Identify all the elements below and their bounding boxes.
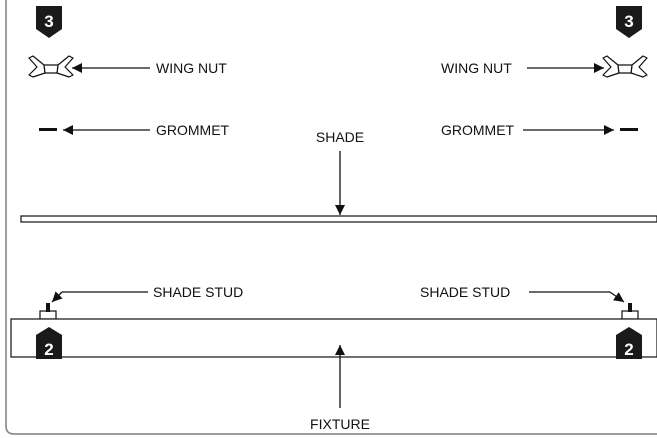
step-badge-bottom-right: 2 [616,327,642,359]
grommet-right-label: GROMMET [441,122,515,138]
fixture-body [10,318,657,358]
shade-stud-icon [39,303,57,320]
shade-panel [20,215,657,223]
step-number: 3 [624,12,633,31]
step-number: 2 [44,340,53,359]
wing-nut-icon [28,55,74,78]
wing-nut-left-label: WING NUT [156,60,227,76]
fixture-label: FIXTURE [310,416,370,432]
shade-label: SHADE [316,129,364,145]
shade-stud-left-arrow-down [51,291,63,303]
shade-stud-right-label: SHADE STUD [420,284,510,300]
shade-stud-left-label: SHADE STUD [153,284,243,300]
wing-nut-right-label: WING NUT [441,60,512,76]
shade-stud-icon [621,303,639,320]
grommet-icon [620,128,638,131]
step-badge-bottom-left: 2 [36,327,62,359]
grommet-icon [39,128,57,131]
step-badge-top-right: 3 [616,6,642,38]
step-number: 2 [624,340,633,359]
step-badge-top-left: 3 [36,6,62,38]
panel-frame [5,0,657,435]
shade-stud-right-arrow-down [609,291,625,303]
step-number: 3 [44,12,53,31]
wing-nut-icon [602,55,648,78]
grommet-left-label: GROMMET [156,122,230,138]
